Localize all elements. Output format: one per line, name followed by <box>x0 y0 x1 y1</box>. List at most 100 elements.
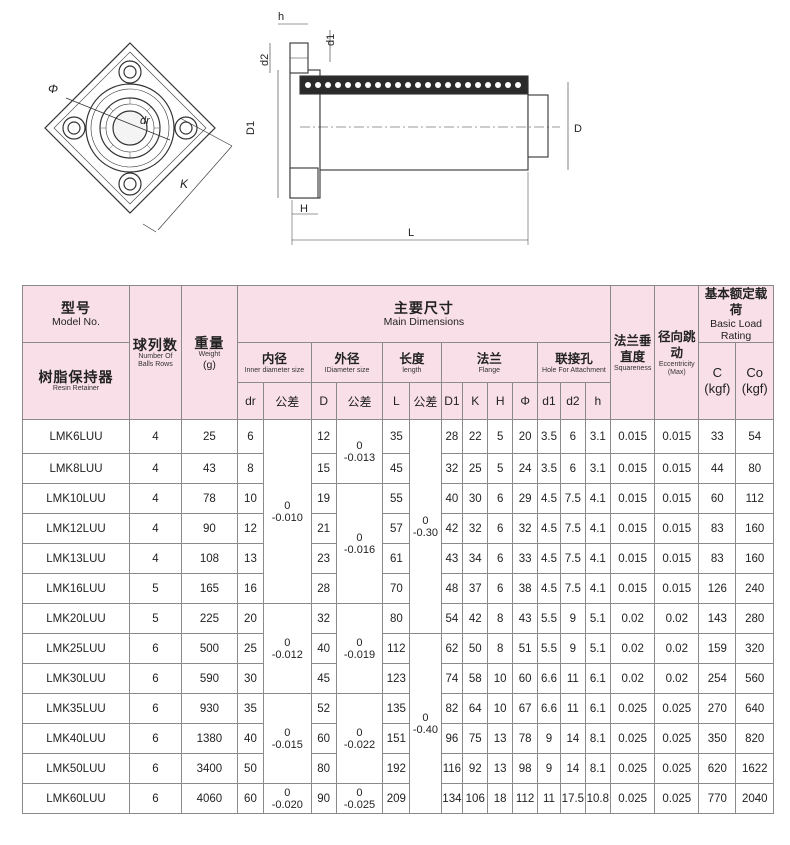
dr-cell: 30 <box>236 663 264 694</box>
hole-h-cell: 3.1 <box>584 419 611 454</box>
weight-cell: 590 <box>180 663 238 694</box>
flange-k-cell: 75 <box>462 723 489 754</box>
hole-d2-cell: 17.5 <box>559 783 586 814</box>
flange-k-cell: 25 <box>462 453 489 484</box>
tolerance-value: 0 <box>422 711 429 724</box>
balls-cell: 6 <box>128 693 182 724</box>
flange-k-cell: 37 <box>462 573 489 604</box>
outer-d-cell: 12 <box>310 419 337 454</box>
eccentricity-cell: 0.015 <box>654 543 700 574</box>
load-c-cell: 254 <box>698 663 737 694</box>
flange-d1-cell: 62 <box>440 633 464 664</box>
dr-cell: 13 <box>236 543 264 574</box>
spec-table: 型号 Model No. 球列数 Number Of Balls Rows 重量… <box>22 285 774 814</box>
weight-cell: 1380 <box>180 723 238 754</box>
length-cell: 35 <box>382 419 411 454</box>
outer-d-cell: 80 <box>310 753 337 784</box>
col-tol-dr: 公差 <box>262 382 312 420</box>
flange-h-cell: 13 <box>487 753 514 784</box>
flange-h-cell: 10 <box>487 663 514 694</box>
flange-phi-cell: 98 <box>512 753 539 784</box>
model-cell: LMK50LUU <box>22 753 130 784</box>
weight-cell: 165 <box>180 573 238 604</box>
model-cell: LMK10LUU <box>22 483 130 514</box>
balls-cell: 6 <box>128 723 182 754</box>
inner-diameter-header: 内径 Inner diameter size <box>236 342 312 383</box>
load-c-cell: 159 <box>698 633 737 664</box>
dr-cell: 12 <box>236 513 264 544</box>
col-h-flange: H <box>487 382 514 420</box>
col-d1-flange: D1 <box>440 382 464 420</box>
weight-cell: 25 <box>180 419 238 454</box>
tolerance-value: -0.025 <box>343 798 376 811</box>
model-cell: LMK12LUU <box>22 513 130 544</box>
squareness-cell: 0.015 <box>609 543 656 574</box>
dr-tolerance-cell: 0-0.020 <box>262 783 312 814</box>
load-co-cell: 320 <box>735 633 774 664</box>
col-tol-l: 公差 <box>409 382 442 420</box>
flange-k-cell: 50 <box>462 633 489 664</box>
flange-phi-cell: 29 <box>512 483 539 514</box>
squareness-cell: 0.025 <box>609 783 656 814</box>
c-header: C (kgf) <box>698 342 737 420</box>
load-c-cell: 83 <box>698 513 737 544</box>
model-header: 型号 Model No. <box>22 285 130 343</box>
load-co-cell: 80 <box>735 453 774 484</box>
d-tolerance-cell: 0-0.022 <box>335 693 384 784</box>
flange-phi-cell: 60 <box>512 663 539 694</box>
balls-cell: 5 <box>128 603 182 634</box>
flange-k-cell: 92 <box>462 753 489 784</box>
flange-d1-cell: 74 <box>440 663 464 694</box>
eccentricity-cell: 0.015 <box>654 573 700 604</box>
weight-cell: 930 <box>180 693 238 724</box>
load-rating-header: 基本额定载荷 Basic Load Rating <box>698 285 774 343</box>
flange-d1-cell: 32 <box>440 453 464 484</box>
col-dr: dr <box>236 382 264 420</box>
col-tol-d: 公差 <box>335 382 384 420</box>
hole-d1-cell: 4.5 <box>537 573 561 604</box>
tolerance-value: 0 <box>356 786 363 799</box>
label-d1-big: D1 <box>245 121 257 135</box>
col-d1-hole: d1 <box>537 382 561 420</box>
weight-cell: 4060 <box>180 783 238 814</box>
col-phi: Φ <box>512 382 539 420</box>
hole-d2-cell: 6 <box>559 419 586 454</box>
flange-d1-cell: 28 <box>440 419 464 454</box>
flange-h-cell: 18 <box>487 783 514 814</box>
tolerance-value: -0.30 <box>412 526 438 539</box>
load-c-cell: 60 <box>698 483 737 514</box>
outer-d-cell: 52 <box>310 693 337 724</box>
hole-d2-cell: 7.5 <box>559 543 586 574</box>
flange-phi-cell: 38 <box>512 573 539 604</box>
hole-d2-cell: 11 <box>559 693 586 724</box>
hole-h-cell: 6.1 <box>584 663 611 694</box>
flange-h-cell: 6 <box>487 573 514 604</box>
dr-cell: 20 <box>236 603 264 634</box>
length-cell: 151 <box>382 723 411 754</box>
tolerance-value: 0 <box>356 636 363 649</box>
length-cell: 55 <box>382 483 411 514</box>
eccentricity-cell: 0.02 <box>654 603 700 634</box>
front-view <box>44 42 233 233</box>
flange-h-cell: 6 <box>487 513 514 544</box>
dr-cell: 8 <box>236 453 264 484</box>
flange-h-cell: 5 <box>487 419 514 454</box>
flange-d1-cell: 134 <box>440 783 464 814</box>
hole-d1-cell: 9 <box>537 723 561 754</box>
dr-cell: 6 <box>236 419 264 454</box>
flange-d1-cell: 40 <box>440 483 464 514</box>
eccentricity-cell: 0.02 <box>654 663 700 694</box>
load-c-cell: 44 <box>698 453 737 484</box>
hole-h-cell: 4.1 <box>584 543 611 574</box>
length-cell: 61 <box>382 543 411 574</box>
flange-header: 法兰 Flange <box>440 342 539 383</box>
model-cell: LMK35LUU <box>22 693 130 724</box>
label-k: K <box>180 177 189 191</box>
hole-d1-cell: 4.5 <box>537 513 561 544</box>
